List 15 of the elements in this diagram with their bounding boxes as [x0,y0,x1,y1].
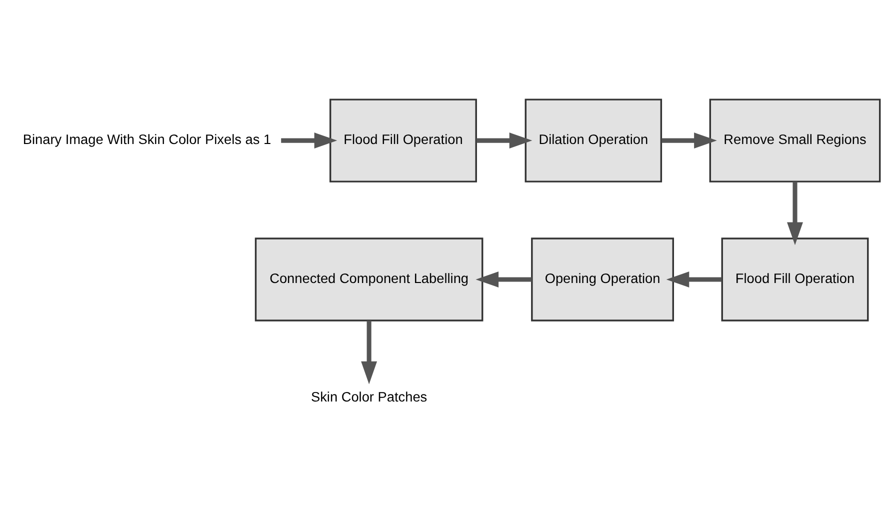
node-box: Connected Component Labelling [254,238,484,322]
arrow [361,320,378,384]
node-text: Binary Image With Skin Color Pixels as 1 [22,132,272,148]
arrow [281,132,338,149]
node-box: Opening Operation [531,238,674,322]
arrow [787,182,803,246]
node-box: Dilation Operation [524,98,662,182]
node-text: Skin Color Patches [310,389,428,404]
arrow [476,132,532,149]
arrow [662,132,717,149]
arrow [666,272,722,288]
node-box: Flood Fill Operation [329,98,477,182]
node-box: Flood Fill Operation [721,238,869,322]
arrow [476,272,532,288]
node-box: Remove Small Regions [709,98,881,182]
